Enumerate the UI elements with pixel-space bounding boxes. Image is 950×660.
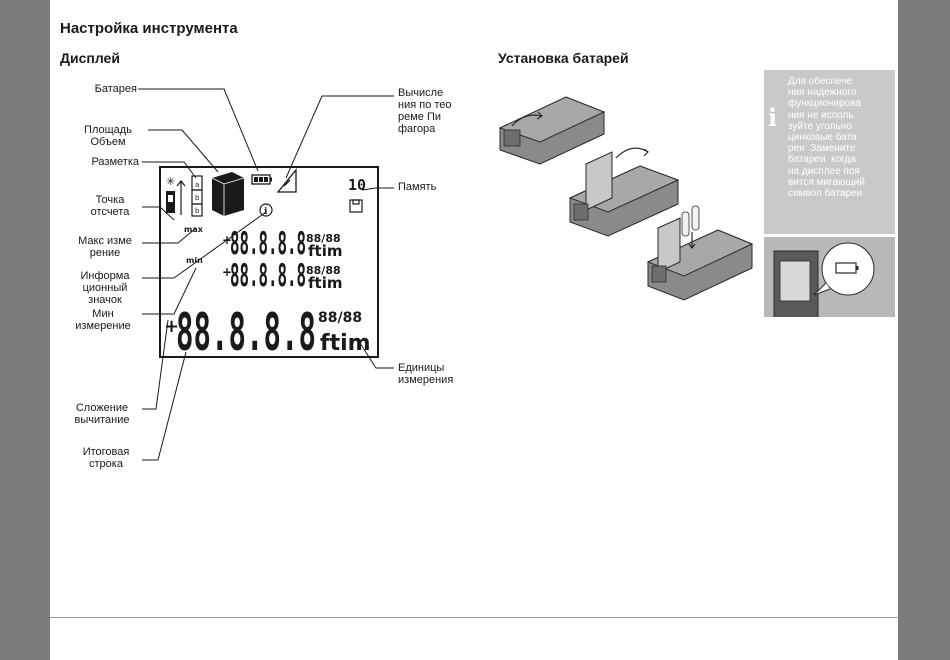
row2-digits: 88.8.8.8 [230,258,306,294]
leader-area [148,129,219,173]
main-digits: 88.8.8.8 [176,303,316,363]
row2-unit: ftim [308,274,342,292]
device-step-3 [646,205,754,301]
label-area-volume: Площадь Объем [84,124,132,148]
battery-icon [251,174,272,185]
leader-units [357,339,394,369]
display-section-heading: Дисплей [60,50,120,66]
battery-closeup-illustration [773,242,875,317]
svg-text:b: b [195,207,200,215]
main-sign: + [164,316,179,337]
empty-battery-icon [835,262,859,274]
pythagoras-icon [276,168,297,193]
device-step-2 [568,147,680,237]
label-units: Единицы измерения [398,362,454,386]
battery-note-text: Для обеспече ния надежного функционирова… [788,76,865,200]
label-battery: Батарея [94,83,137,95]
footer-divider [50,617,898,618]
svg-text:b: b [195,194,200,202]
label-reference-point: Точка отсчета [90,194,130,218]
info-symbol-icon: i [259,203,273,217]
leader-pythagoras [285,95,394,179]
device-step-1 [498,96,606,165]
label-stakeout: Разметка [91,156,139,168]
memory-icon [349,199,363,213]
max-indicator: max [184,225,204,234]
svg-text:a: a [195,181,199,189]
leader-battery [138,88,259,172]
label-max-measurement: Макс изме рение [78,235,132,259]
memory-digits: 10 [348,176,366,194]
battery-note-box [764,70,895,234]
label-pythagoras: Вычисле ния по тео реме Пи фагора [398,87,452,135]
row2-sign: + [222,265,232,279]
leader-add-sub [142,319,169,410]
row1-unit: ftim [308,242,342,260]
label-memory: Память [398,181,437,193]
leader-memory [361,187,394,191]
main-unit: ftim [320,331,371,356]
left-side-band [0,0,50,660]
area-volume-icon [211,172,245,216]
stakeout-symbols [176,175,203,217]
row2-fraction: 88/88 [306,264,341,277]
main-fraction: 88/88 [318,310,362,326]
row1-fraction: 88/88 [306,232,341,245]
row1-sign: + [222,233,232,247]
min-indicator: min [186,256,203,265]
row1-digits: 88.8.8.8 [230,226,306,262]
leader-max [142,227,197,244]
reference-point-icon: ✳ [166,175,175,213]
leader-reference [142,206,175,221]
label-min-measurement: Мин измерение [75,308,131,332]
leader-min [142,267,197,315]
info-icon: i [768,103,778,132]
lcd-frame [159,166,379,358]
battery-display-closeup [764,237,895,317]
batteries-section-heading: Установка батарей [498,50,629,66]
svg-text:i: i [264,207,268,217]
svg-text:✳: ✳ [166,175,175,188]
page-title: Настройка инструмента [60,20,238,37]
label-add-subtract: Сложение вычитание [74,402,130,426]
label-info-icon: Информа ционный значок [80,270,130,306]
leader-stakeout [142,161,197,179]
leader-summary [142,351,187,461]
label-summary-line: Итоговая строка [82,446,130,470]
leader-info [142,211,267,279]
right-side-band [898,0,950,660]
